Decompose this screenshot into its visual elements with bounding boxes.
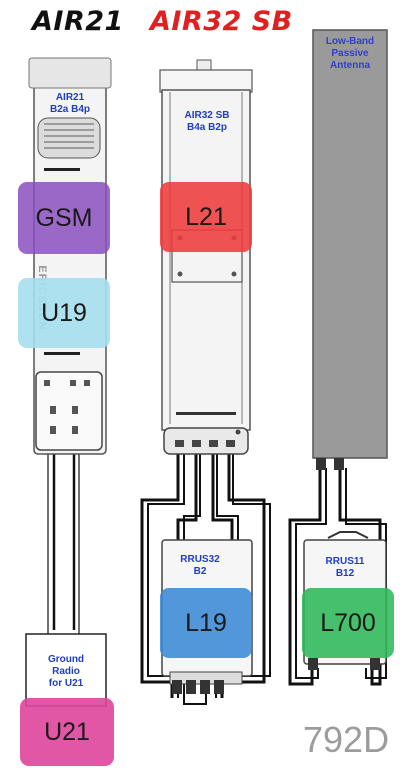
band-u19: U19	[18, 278, 110, 348]
air21-antenna	[28, 57, 112, 455]
lowband-label: Low-Band Passive Antenna	[325, 36, 375, 71]
lowband-antenna	[312, 29, 388, 470]
air21-label: AIR21 B2a B4p	[49, 92, 90, 115]
air21-cables	[47, 430, 80, 634]
watermark-text: 792D	[303, 719, 390, 760]
band-l700: L700	[302, 588, 394, 658]
ground-radio-box	[25, 633, 107, 707]
air32-antenna	[159, 59, 253, 455]
air32-title: AIR32 SB	[150, 6, 293, 37]
ground-radio-label: Ground Radio for U21	[47, 654, 85, 689]
air32-label: AIR32 SB B4a B2p	[184, 110, 230, 133]
band-u21: U21	[20, 698, 114, 766]
air21-title: AIR21	[32, 6, 124, 37]
band-l19: L19	[160, 588, 252, 658]
band-l21: L21	[160, 182, 252, 252]
rrus11-label: RRUS11 B12	[325, 556, 365, 579]
band-gsm: GSM	[18, 182, 110, 254]
rrus32-label: RRUS32 B2	[180, 554, 220, 577]
